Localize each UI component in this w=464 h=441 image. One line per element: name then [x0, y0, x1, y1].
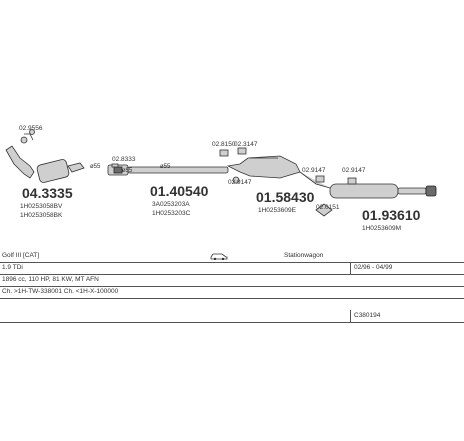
part-front-silencer — [226, 155, 301, 179]
part-code-2b: 1H0253203C — [152, 210, 191, 217]
car-icon — [210, 253, 228, 260]
info-row-engine: 1.9 TDi 02/96 - 04/99 — [0, 262, 464, 275]
diameter-1: ø55 — [90, 164, 101, 170]
info-row-spec: 1896 cc, 110 HP, 81 KW, MT AFN — [0, 274, 464, 287]
vehicle-chassis: Ch. >1H-TW-338001 Ch. <1H-X-100000 — [2, 288, 119, 295]
part-code-1a: 1H0253058BV — [20, 203, 63, 210]
callout-7: 02.9147 — [342, 167, 366, 174]
part-number-2: 01.40540 — [150, 183, 209, 199]
part-intermediate-pipe — [107, 164, 229, 176]
part-code-2a: 3A0253203A — [152, 201, 190, 208]
callout-4: 02.3147 — [234, 141, 258, 148]
catalog-code: C380194 — [354, 312, 381, 319]
part-code-4a: 1H0253609M — [362, 225, 401, 232]
part-number-1: 04.3335 — [22, 185, 73, 201]
part-number-3: 01.58430 — [256, 189, 315, 205]
info-row-code: C380194 — [0, 310, 464, 323]
part-code-3a: 1H0253609E — [258, 207, 297, 214]
part-catalytic-converter — [5, 133, 85, 183]
info-row-blank — [0, 298, 464, 308]
vehicle-years: 02/96 - 04/99 — [354, 264, 393, 271]
part-code-1b: 1H0253058BK — [20, 212, 63, 219]
vehicle-model: Golf III [CAT] — [2, 252, 40, 259]
exhaust-diagram: 02.9556 02.8333 02.8150 02.3147 02.9147 … — [5, 125, 437, 232]
vehicle-spec: 1896 cc, 110 HP, 81 KW, MT AFN — [2, 276, 99, 283]
info-row-model: Golf III [CAT] Stationwagon — [0, 250, 464, 263]
callout-6: 02.9147 — [302, 167, 326, 174]
callout-3: 02.8150 — [212, 141, 236, 148]
diameter-2: ø55 — [122, 168, 133, 174]
part-rear-silencer — [299, 171, 437, 199]
vehicle-info-table: Golf III [CAT] Stationwagon 1.9 TDi 02/9… — [0, 250, 464, 441]
diameter-3: ø55 — [160, 164, 171, 170]
callout-1: 02.9556 — [19, 125, 43, 132]
part-clamps — [29, 129, 357, 217]
vehicle-engine: 1.9 TDi — [2, 264, 23, 271]
callout-5: 02.9147 — [228, 179, 252, 186]
part-number-4: 01.93610 — [362, 207, 421, 223]
callout-2: 02.8333 — [112, 156, 136, 163]
callout-8: 02.0151 — [316, 204, 340, 211]
vehicle-body: Stationwagon — [284, 252, 324, 259]
info-row-chassis: Ch. >1H-TW-338001 Ch. <1H-X-100000 — [0, 286, 464, 299]
